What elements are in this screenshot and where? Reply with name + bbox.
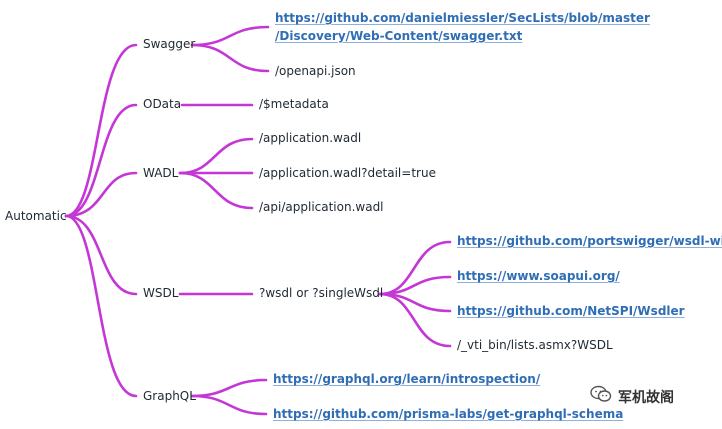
swagger-seclists-link-line1[interactable]: https://github.com/danielmiessler/SecLis… <box>275 11 650 25</box>
branch-swagger: Swagger <box>143 37 196 51</box>
watermark-text: 军机故阁 <box>618 389 674 406</box>
wechat-icon <box>590 385 612 408</box>
graphql-get-schema-link[interactable]: https://github.com/prisma-labs/get-graph… <box>273 407 624 421</box>
edge-root-odata <box>64 103 138 218</box>
odata-metadata-path: /$metadata <box>259 97 329 111</box>
branch-wadl: WADL <box>143 166 179 180</box>
edge-wadl-app <box>178 137 254 175</box>
edge-graphql-schema <box>190 394 268 416</box>
swagger-openapi-path: /openapi.json <box>275 64 356 78</box>
edge-wadl-api <box>178 171 254 210</box>
edge-root-graphql <box>64 214 138 398</box>
edge-root-wsdl <box>64 214 138 296</box>
watermark: 军机故阁 <box>590 385 674 408</box>
wadl-detail-path: /application.wadl?detail=true <box>259 166 436 180</box>
wsdl-wsdler-link[interactable]: https://github.com/NetSPI/Wsdler <box>457 304 685 318</box>
graphql-introspection-link[interactable]: https://graphql.org/learn/introspection/ <box>273 372 541 386</box>
branch-odata: OData <box>143 97 182 111</box>
wsdl-vti-path: /_vti_bin/lists.asmx?WSDL <box>457 338 613 352</box>
edge-wsdl-wizard <box>378 240 452 296</box>
wsdl-soapui-link[interactable]: https://www.soapui.org/ <box>457 269 620 283</box>
edge-swagger-openapi <box>190 43 270 73</box>
edge-root-swagger <box>64 43 138 218</box>
edge-swagger-link <box>190 25 270 47</box>
edge-root-wadl <box>64 171 138 218</box>
wadl-api-path: /api/application.wadl <box>259 200 384 214</box>
edge-graphql-introspection <box>190 378 268 398</box>
wsdl-query-node: ?wsdl or ?singleWsdl <box>259 286 384 300</box>
branch-wsdl: WSDL <box>143 286 179 300</box>
root-node: Automatic <box>5 209 67 223</box>
wadl-application-path: /application.wadl <box>259 131 362 145</box>
branch-graphql: GraphQL <box>143 389 196 403</box>
swagger-seclists-link-line2[interactable]: /Discovery/Web-Content/swagger.txt <box>275 29 523 43</box>
wsdl-wizard-link[interactable]: https://github.com/portswigger/wsdl-wiza… <box>457 234 722 248</box>
edge-wsdl-vti <box>378 292 452 348</box>
